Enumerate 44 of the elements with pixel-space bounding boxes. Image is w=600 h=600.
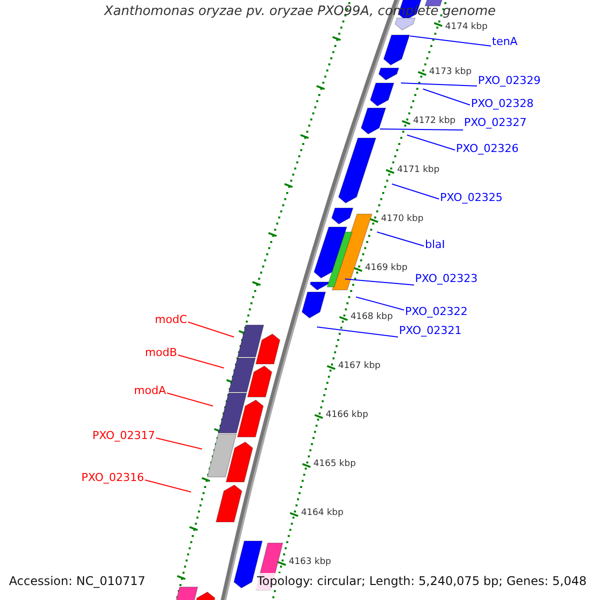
scale-label: 4173 kbp xyxy=(429,67,472,78)
leader-line xyxy=(400,82,478,86)
genome-info-text: Topology: circular; Length: 5,240,075 bp; Genes: 5,048 xyxy=(255,573,589,590)
gene-label: PXO_02322 xyxy=(405,305,468,318)
gene-label: blaI xyxy=(425,238,446,251)
gene-label: modC xyxy=(154,313,187,326)
leader-line xyxy=(178,354,224,368)
scale-label: 4174 kbp xyxy=(445,22,488,33)
leader-line xyxy=(344,278,414,286)
gene-label: PXO_02328 xyxy=(471,97,534,110)
gene-label: tenA xyxy=(492,35,518,48)
scale-label: 4170 kbp xyxy=(381,214,424,225)
accession-text: Accession: NC_010717 xyxy=(8,573,146,590)
gene-label: modB xyxy=(145,346,177,359)
gene-label: PXO_02329 xyxy=(478,74,541,87)
leader-line xyxy=(392,184,440,200)
scale-label: 4164 kbp xyxy=(301,508,344,519)
scale-label: 4167 kbp xyxy=(338,361,381,372)
gene-label: PXO_02323 xyxy=(415,272,478,285)
gene-label: PXO_02326 xyxy=(456,142,519,155)
leader-line xyxy=(410,36,492,46)
gene-label: PXO_02317 xyxy=(92,429,155,442)
leader-line xyxy=(156,438,202,450)
leader-line xyxy=(356,296,404,310)
leader-line xyxy=(188,322,234,338)
leader-line xyxy=(422,88,470,106)
scale-label: 4165 kbp xyxy=(313,459,356,470)
gene-label: PXO_02327 xyxy=(464,116,527,129)
leader-line xyxy=(380,128,464,130)
leader-line xyxy=(166,392,214,406)
leader-line xyxy=(144,480,192,492)
scale-label: 4163 kbp xyxy=(288,557,332,568)
leader-line xyxy=(376,232,424,246)
gene-label: modA xyxy=(134,384,166,397)
gene-label: PXO_02325 xyxy=(440,191,503,204)
scale-label: 4171 kbp xyxy=(397,165,440,176)
scale-label: 4168 kbp xyxy=(350,312,393,323)
gene-label: PXO_02321 xyxy=(399,324,462,337)
leader-line xyxy=(316,326,398,338)
scale-label: 4166 kbp xyxy=(326,410,368,421)
scale-label: 4172 kbp xyxy=(413,116,456,127)
scale-label: 4169 kbp xyxy=(365,263,408,274)
leader-line xyxy=(406,134,456,150)
gene-label: PXO_02316 xyxy=(81,471,144,484)
